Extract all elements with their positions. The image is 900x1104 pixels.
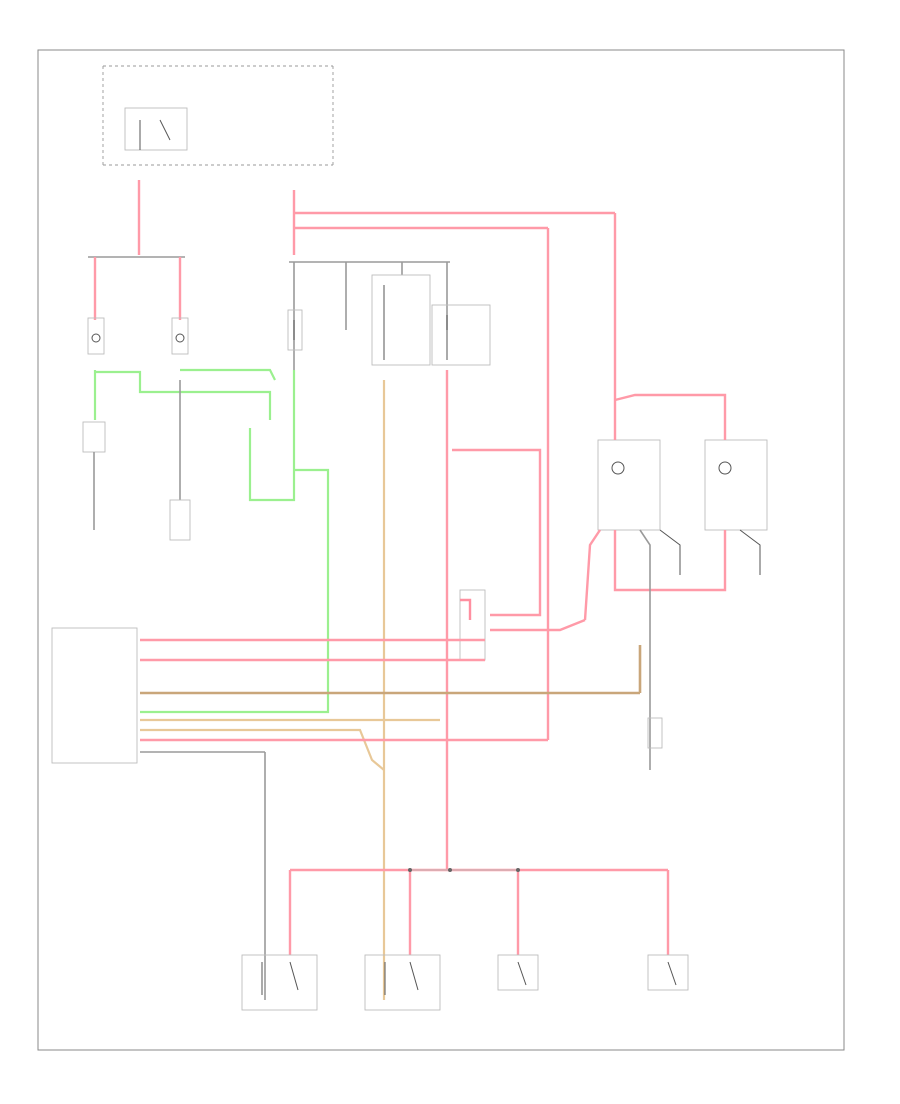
luggage-lamp-switch <box>87 317 105 355</box>
door-switch-driver <box>241 954 318 1011</box>
power-distribution-box <box>102 65 334 166</box>
map-lamp-box <box>431 304 491 366</box>
door-switch-rear-left <box>647 954 689 991</box>
red-wire-group <box>88 180 617 740</box>
red-branch-middle <box>445 370 542 870</box>
green-wire-group <box>93 368 330 714</box>
rear-room-lamp <box>704 439 768 531</box>
tailgate-switch <box>169 499 191 541</box>
front-room-lamp <box>597 439 661 531</box>
door-switch-passenger <box>364 954 441 1011</box>
bottom-bus <box>288 868 670 955</box>
door-switch-rear-right <box>497 954 539 991</box>
diagram-frame <box>37 49 845 1051</box>
courtesy-lamp-switch <box>171 317 189 355</box>
joint-connector <box>647 717 663 749</box>
tan-wire-group <box>140 380 386 1000</box>
room-lamp-fuse <box>287 309 303 351</box>
door-module <box>51 627 138 764</box>
trunk-lid-switch <box>82 421 106 530</box>
right-lamp-wires <box>490 393 761 770</box>
dome-lamp-box <box>371 274 431 366</box>
module-output-wires <box>140 638 640 1000</box>
